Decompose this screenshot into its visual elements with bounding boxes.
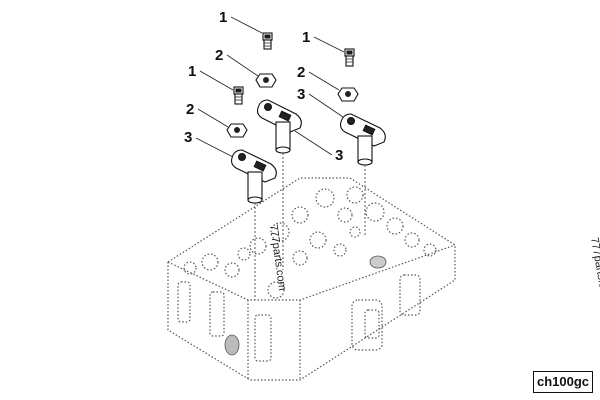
callout-1: 1: [219, 9, 227, 26]
adjusting-screw-lower-left: [233, 86, 244, 105]
valve-bridge-left: [230, 149, 277, 204]
adjusting-screw-upper-left: [262, 32, 273, 50]
lock-nut-right: [337, 87, 359, 102]
watermark-edge: 777parts.com: [588, 236, 600, 304]
callout-3: 3: [184, 129, 192, 146]
callout-1: 1: [188, 63, 196, 80]
callout-2: 2: [186, 101, 194, 118]
callout-1: 1: [302, 29, 310, 46]
lock-nut-left: [226, 123, 248, 138]
cylinder-head: [167, 177, 456, 381]
callout-3: 3: [297, 86, 305, 103]
callout-2: 2: [215, 47, 223, 64]
leader-lines: [195, 16, 345, 158]
adjusting-screw-upper-right: [344, 48, 355, 67]
callout-3: 3: [335, 147, 343, 164]
assembly-center-lines: [254, 153, 366, 300]
watermark-center: 777parts.com: [267, 224, 288, 292]
lock-nut-center: [255, 73, 277, 88]
callout-labels: 1 1 1 2 2 2 3 3 3: [184, 9, 343, 164]
valve-bridge-right: [339, 113, 386, 166]
callout-2: 2: [297, 64, 305, 81]
diagram-code-label: ch100gc: [533, 371, 593, 393]
valve-bridge-center: [256, 99, 302, 154]
